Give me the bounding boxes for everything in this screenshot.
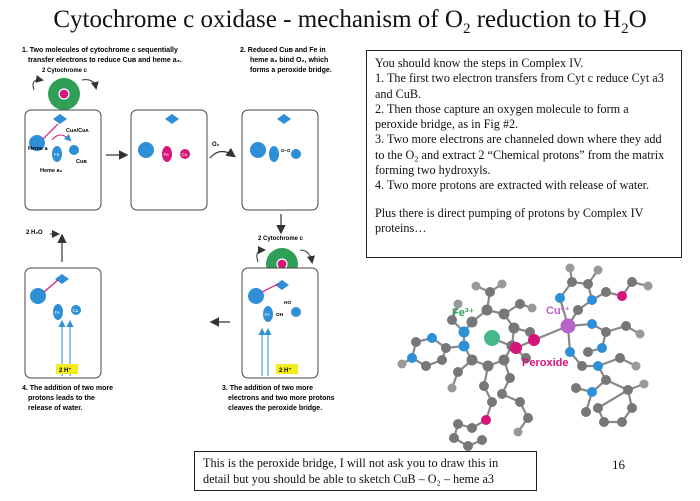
svg-text:O₂: O₂: [212, 142, 220, 148]
svg-text:O–O: O–O: [281, 148, 291, 153]
svg-text:Fe: Fe: [55, 310, 61, 315]
caption-box: This is the peroxide bridge, I will not …: [194, 451, 537, 491]
step1-box: [24, 109, 102, 211]
svg-text:OH: OH: [276, 312, 284, 318]
heme-a3-oval-2: [162, 146, 172, 162]
svg-text:Fe: Fe: [54, 152, 60, 157]
notes-step2: 2. Then those capture an oxygen molecule…: [375, 101, 629, 132]
step1-caption-line2: transfer electrons to reduce Cuʙ and hem…: [28, 57, 182, 64]
step2-caption-line1: 2. Reduced Cuʙ and Fe in: [240, 47, 326, 54]
fe-label: Fe³⁺: [452, 307, 475, 319]
protons-label-step3: 2 H⁺: [279, 367, 292, 374]
step4-caption-line1: 4. The addition of two more: [22, 385, 113, 392]
svg-text:Heme a₃: Heme a₃: [40, 168, 63, 174]
step2-caption-line2: heme a₃ bind O₂, which: [250, 57, 328, 64]
step1-caption-line1: 1. Two molecules of cytochrome c sequent…: [22, 47, 178, 54]
peroxide-label: Peroxide: [522, 357, 568, 369]
protons-label-step4: 2 H⁺: [59, 367, 72, 374]
step3-caption-line2: electrons and two more protons: [228, 395, 335, 402]
notes-extra: Plus there is direct pumping of protons …: [375, 205, 644, 235]
cytochrome-c-heme-dot: [58, 88, 70, 100]
cu-b-circle-1: [69, 145, 79, 155]
page-number: 16: [612, 457, 625, 472]
svg-text:Fe: Fe: [164, 152, 170, 157]
slide-title: Cytochrome c oxidase - mechanism of O2 r…: [53, 6, 647, 37]
water-label: 2 H₂O: [26, 230, 43, 236]
step4-caption-line2: protons leads to the: [28, 395, 95, 402]
svg-text:Cu: Cu: [73, 308, 79, 313]
cyt-c-label-top: 2 Cytochrome c: [42, 68, 88, 74]
svg-text:HO: HO: [284, 300, 291, 306]
svg-text:Cuᴀ/Cuᴀ: Cuᴀ/Cuᴀ: [66, 128, 89, 134]
caption-line1: This is the peroxide bridge, I will not …: [203, 456, 499, 470]
step3-caption-line1: 3. The addition of two more: [222, 385, 313, 392]
notes-step3: 3. Two more electrons are channeled down…: [375, 132, 665, 178]
step3-caption-line3: cleaves the peroxide bridge.: [228, 405, 322, 412]
svg-text:Heme a: Heme a: [28, 146, 49, 152]
step4-caption-line3: release of water.: [28, 405, 83, 412]
cu-atom: [560, 318, 576, 334]
svg-text:Cu: Cu: [182, 152, 188, 157]
notes-intro: You should know the steps in Complex IV.: [375, 56, 584, 70]
svg-text:Fe: Fe: [265, 312, 271, 317]
caption-line2: detail but you should be able to sketch …: [203, 471, 494, 486]
step2-caption-line3: forms a peroxide bridge.: [250, 67, 332, 74]
cu-a-blob: [29, 135, 45, 151]
peroxide-bridge-molecule: Fe³⁺ Cu²⁺ Peroxide: [397, 263, 653, 451]
step3-box: [241, 109, 319, 211]
notes-step4: 4. Two more protons are extracted with r…: [375, 178, 650, 193]
notes-box: You should know the steps in Complex IV.…: [366, 50, 682, 258]
cyt-c-label-bottom: 2 Cytochrome c: [258, 236, 304, 242]
fe-atom: [484, 330, 500, 346]
cu-label: Cu²⁺: [546, 305, 570, 317]
mechanism-diagram: 1. Two molecules of cytochrome c sequent…: [22, 47, 335, 412]
notes-step1: 1. The first two electron transfers from…: [375, 71, 664, 101]
heme-a3-oval-1: [52, 146, 62, 162]
step4-box: [24, 267, 102, 379]
peroxide-oxygen-1: [510, 342, 522, 354]
peroxide-oxygen-2: [528, 334, 540, 346]
svg-text:Cuʙ: Cuʙ: [76, 159, 87, 165]
